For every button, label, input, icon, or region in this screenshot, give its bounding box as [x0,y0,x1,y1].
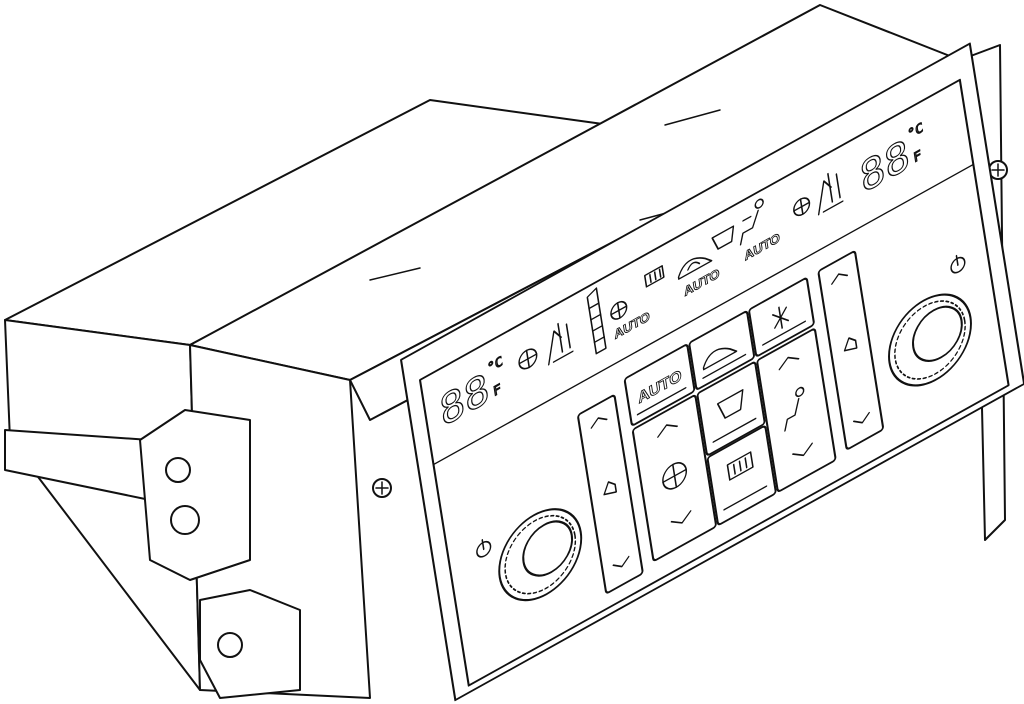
chevron-down-icon [853,411,870,424]
rear-defrost-icon [643,265,665,288]
ac-off-icon [772,306,790,329]
seat-heat-icon [817,172,844,216]
airflow-mode-icon [739,198,764,246]
chevron-down-icon [792,442,813,457]
right-seat-heat-button[interactable] [817,250,884,450]
airflow-mode-button[interactable] [756,328,837,492]
chevron-up-icon [831,273,849,285]
front-defrost-icon [716,389,744,419]
chevron-up-icon [657,424,678,438]
seat-heat-icon [548,322,574,366]
chevron-down-icon [670,510,692,524]
fan-icon [610,300,628,320]
fan-icon [793,197,811,217]
mount-hole [165,457,191,483]
seat-heat-icon [843,337,858,352]
chevron-up-icon [590,417,608,429]
seat-heat-icon [603,481,618,496]
chevron-up-icon [778,356,800,371]
left-seat-heat-button[interactable] [577,394,644,594]
right-temp-knob[interactable] [883,278,977,402]
fan-icon [662,462,688,490]
ac-off-button[interactable] [748,277,815,357]
screw-icon [372,478,392,498]
power-icon[interactable] [950,252,966,275]
front-panel: 88 °C F AUTO AUTO AUTO 88 °C F [400,42,1024,702]
left-unit-small: F [492,382,502,400]
fan-icon [518,348,538,370]
power-icon[interactable] [475,536,492,559]
mount-hole [217,632,243,658]
rear-defrost-icon [726,451,754,481]
display-divider [432,163,975,466]
recirculation-button[interactable] [688,310,755,390]
auto-button[interactable]: AUTO [623,344,696,426]
mounting-bracket [139,409,301,699]
recirculation-icon [702,347,738,371]
mount-hole [170,505,200,535]
left-temp-knob[interactable] [493,493,587,617]
right-unit-small: F [913,148,923,166]
recirculation-icon [677,257,713,280]
rear-defrost-button[interactable] [706,425,777,526]
fan-level-bars [586,287,607,355]
front-defrost-button[interactable] [696,361,766,456]
chevron-down-icon [612,555,630,568]
fan-speed-button[interactable] [632,394,717,562]
airflow-mode-icon [784,386,805,432]
front-defrost-icon [711,225,735,250]
